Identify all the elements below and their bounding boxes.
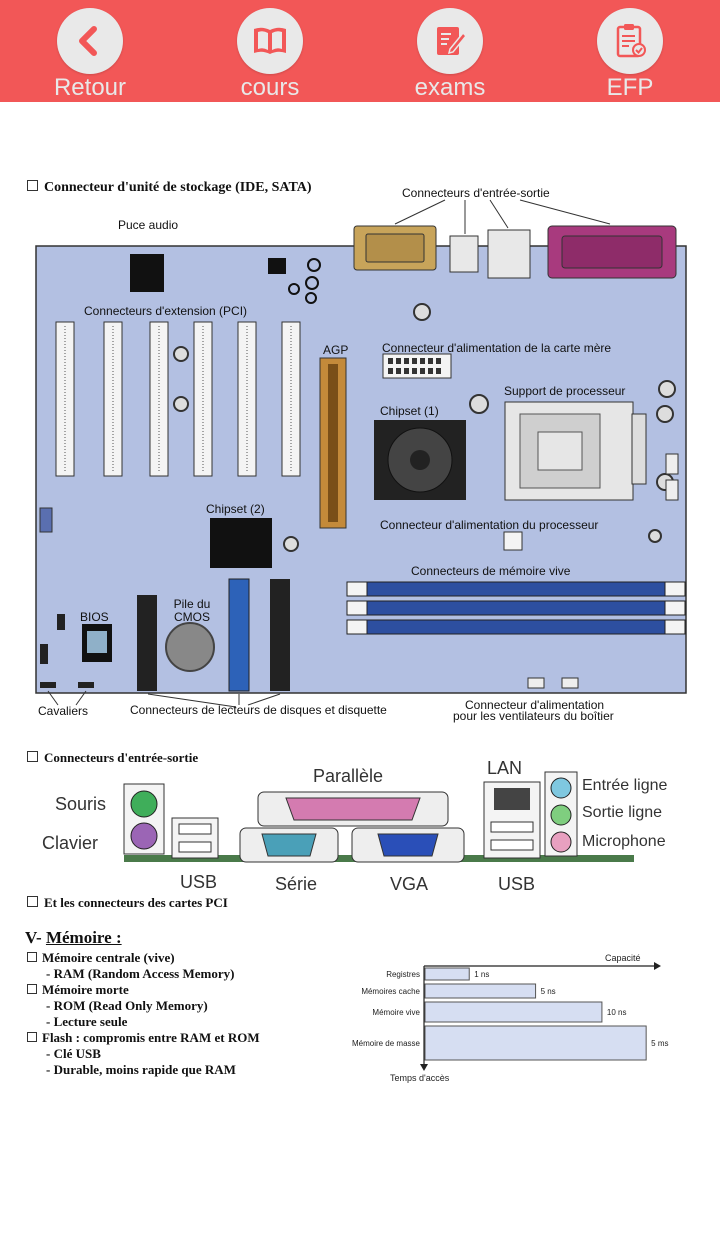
value-label-3: 5 ms — [651, 1039, 668, 1048]
bar-1 — [424, 983, 537, 999]
back-button[interactable]: Retour — [30, 8, 150, 102]
efp-circle — [597, 8, 663, 74]
y-axis-arrow — [420, 1064, 428, 1071]
memory-dead-item: Mémoire morte — [27, 982, 129, 998]
bars-group: Registres 1 ns Mémoires cache 5 ns Mémoire v… — [352, 967, 668, 1061]
usb2-label: USB — [498, 874, 536, 894]
pci-cards-heading: Et les connecteurs des cartes PCI — [27, 895, 228, 911]
storage-connector-heading: Connecteur d'unité de stockage (IDE, SAT… — [27, 180, 312, 196]
value-label-1: 5 ns — [541, 987, 556, 996]
category-label-0: Registres — [386, 970, 420, 979]
back-label: Retour — [53, 74, 127, 101]
parallel-label: Parallèle — [313, 766, 384, 786]
bar-2 — [424, 1001, 603, 1023]
document-page: Connecteur d'unité de stockage (IDE, SAT… — [0, 102, 720, 1235]
back-circle — [57, 8, 123, 74]
usb1-label: USB — [180, 872, 218, 892]
mouse-label: Souris — [55, 794, 107, 814]
drive-connectors-label: Connecteurs de lecteurs de disques et di… — [130, 703, 387, 717]
x-axis-label: Capacité — [605, 953, 641, 963]
checkbox-bullet-icon — [27, 180, 38, 191]
x-axis-arrow — [654, 962, 661, 970]
io-connectors-label: Connecteurs d'entrée-sortie — [402, 186, 550, 200]
microphone-label: Microphone — [582, 833, 666, 850]
serial-label: Série — [275, 874, 318, 894]
keyboard-label: Clavier — [42, 833, 99, 853]
motherboard-diagram — [35, 199, 687, 708]
fan-power-label-2: pour les ventilateurs du boîtier — [453, 709, 614, 723]
clipboard-check-icon — [616, 24, 646, 58]
checkbox-bullet-icon — [27, 984, 37, 994]
memory-usb-item: - Clé USB — [46, 1046, 101, 1061]
cours-label: cours — [240, 74, 300, 101]
edit-document-icon — [437, 27, 468, 55]
chipset1-label: Chipset (1) — [380, 404, 439, 418]
jumpers-label: Cavaliers — [38, 704, 89, 718]
cpu-power-label: Connecteur d'alimentation du processeur — [380, 518, 599, 532]
cours-button[interactable]: cours — [210, 8, 330, 102]
line-in-label: Entrée ligne — [582, 777, 668, 794]
exams-button[interactable]: exams — [390, 8, 510, 102]
category-label-2: Mémoire vive — [372, 1008, 420, 1017]
io-panel-diagram — [123, 771, 634, 863]
audio-chip-label: Puce audio — [118, 218, 179, 232]
efp-label: EFP — [606, 74, 654, 101]
efp-button[interactable]: EFP — [570, 8, 690, 102]
checkbox-bullet-icon — [27, 896, 38, 907]
pci-label: Connecteurs d'extension (PCI) — [84, 304, 248, 318]
top-nav-bar: Retour cours exams — [0, 0, 720, 102]
motherboard-power-label: Connecteur d'alimentation de la carte mè… — [382, 341, 612, 355]
cours-circle — [237, 8, 303, 74]
io-connectors-heading: Connecteurs d'entrée-sortie — [27, 750, 198, 766]
checkbox-bullet-icon — [27, 1032, 37, 1042]
lan-label: LAN — [487, 758, 523, 778]
memory-title: V- Mémoire : — [25, 928, 122, 947]
bar-3 — [424, 1025, 647, 1061]
vga-label: VGA — [390, 874, 429, 894]
memory-flash-item: Flash : compromis entre RAM et ROM — [27, 1030, 260, 1046]
cmos-label: Pile du CMOS — [173, 597, 211, 624]
value-label-2: 10 ns — [607, 1008, 627, 1017]
bar-0 — [424, 967, 470, 981]
book-icon — [254, 27, 286, 54]
memory-central-item: Mémoire centrale (vive) — [27, 950, 175, 966]
memory-hierarchy-chart: Capacité Temps d'accès Registres 1 ns Mémo… — [352, 953, 669, 1083]
checkbox-bullet-icon — [27, 751, 38, 762]
category-label-1: Mémoires cache — [361, 987, 420, 996]
category-label-3: Mémoire de masse — [352, 1039, 421, 1048]
value-label-0: 1 ns — [474, 970, 489, 979]
memory-readonly-item: - Lecture seule — [46, 1014, 128, 1029]
memory-durable-item: - Durable, moins rapide que RAM — [46, 1062, 236, 1077]
agp-label: AGP — [323, 343, 349, 357]
exams-label: exams — [414, 74, 486, 101]
y-axis-label: Temps d'accès — [390, 1073, 450, 1083]
chipset2-label: Chipset (2) — [206, 502, 265, 516]
bios-label: BIOS — [80, 610, 109, 624]
line-out-label: Sortie ligne — [582, 804, 663, 821]
cpu-socket-label: Support de processeur — [504, 384, 626, 398]
memory-rom-item: - ROM (Read Only Memory) — [46, 998, 208, 1013]
checkbox-bullet-icon — [27, 952, 37, 962]
chevron-left-icon — [79, 26, 97, 56]
exams-circle — [417, 8, 483, 74]
memory-ram-item: - RAM (Random Access Memory) — [46, 966, 235, 981]
fan-power-label-1: Connecteur d'alimentation — [465, 698, 605, 712]
ram-slots-label: Connecteurs de mémoire vive — [411, 564, 571, 578]
